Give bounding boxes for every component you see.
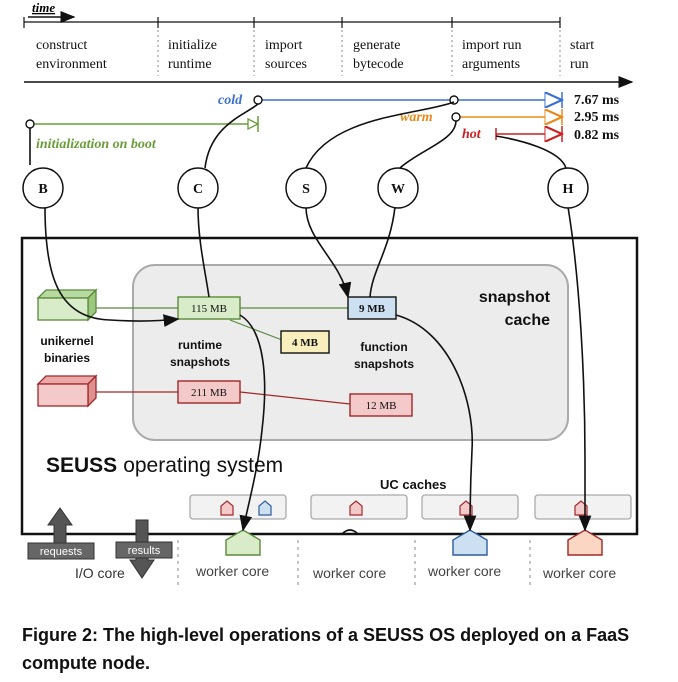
size-4-label: 4 MB <box>292 337 319 349</box>
warm-label: warm <box>400 110 433 125</box>
node-b-label: B <box>38 182 47 197</box>
stage-runtime: runtime <box>168 57 212 72</box>
snapshot-cache-box <box>132 264 569 441</box>
io-core: requests results I/O core <box>27 507 173 581</box>
stage-bytecode: bytecode <box>353 57 404 72</box>
snapshot-boxes: 115 MB 4 MB 9 MB 211 MB 12 MB <box>177 296 413 417</box>
requests-label: requests <box>40 546 83 558</box>
node-s-circle <box>285 167 327 209</box>
runtime-snapshots-label-2: snapshots <box>170 355 230 369</box>
results-label: results <box>128 545 161 557</box>
core-dividers <box>177 540 531 585</box>
flow-arrows <box>29 101 592 532</box>
boot-label: initialization on boot <box>36 137 157 152</box>
unikernel-green-block <box>36 288 98 322</box>
node-h-circle <box>547 167 589 209</box>
stage-construct: construct <box>36 38 87 53</box>
worker-core-label-4: worker core <box>542 565 616 581</box>
runtime-snapshot-red <box>177 380 241 404</box>
worker-core-label-3: worker core <box>427 563 501 579</box>
unikernel-label-1: unikernel <box>40 334 93 348</box>
function-snapshot-yellow <box>280 330 330 354</box>
size-211-label: 211 MB <box>191 387 227 399</box>
function-snapshots-label-2: snapshots <box>354 357 414 371</box>
time-axis-label: time <box>32 0 55 15</box>
stage-import-run: import run <box>462 38 522 53</box>
stage-start: start <box>570 38 594 53</box>
hot-time: 0.82 ms <box>574 128 620 143</box>
io-core-label: I/O core <box>75 565 125 581</box>
timeline: time construct environment initialize ru… <box>23 0 634 88</box>
node-b-circle <box>22 167 64 209</box>
stage-sources: sources <box>265 57 307 72</box>
os-name-label: SEUSS operating system <box>46 454 283 477</box>
seuss-diagram: time construct environment initialize ru… <box>20 0 639 585</box>
node-w-circle <box>377 167 419 209</box>
worker-cores: worker core worker core worker core work… <box>195 529 616 581</box>
figure-caption: Figure 2: The high-level operations of a… <box>22 625 630 673</box>
function-snapshot-blue <box>347 296 397 320</box>
stage-environment: environment <box>36 57 107 72</box>
size-12-label: 12 MB <box>366 400 397 412</box>
snapshot-links <box>92 307 351 405</box>
snapshot-cache-title-1: snapshot <box>479 289 551 306</box>
node-circles: B C S W H <box>22 167 589 209</box>
function-snapshots-label-1: function <box>360 340 407 354</box>
node-w-label: W <box>391 182 405 197</box>
worker-core-label-1: worker core <box>195 563 269 579</box>
worker-core-label-2: worker core <box>312 565 386 581</box>
os-name-rest: operating system <box>123 454 283 477</box>
node-c-circle <box>177 167 219 209</box>
size-9-label: 9 MB <box>359 303 386 315</box>
node-h-label: H <box>563 182 574 197</box>
os-labels: snapshot cache unikernel binaries runtim… <box>40 289 550 492</box>
size-115-label: 115 MB <box>191 303 227 315</box>
path-lines: cold warm hot 7.67 ms 2.95 ms 0.82 ms in… <box>25 92 620 152</box>
uc-caches-label: UC caches <box>380 477 446 492</box>
os-name-bold: SEUSS <box>46 454 117 477</box>
snapshot-cache-title-2: cache <box>505 312 550 329</box>
unikernel-label-2: binaries <box>44 351 90 365</box>
warm-time: 2.95 ms <box>574 110 620 125</box>
stage-initialize: initialize <box>168 38 217 53</box>
stage-arguments: arguments <box>462 57 520 72</box>
unikernel-red-block <box>36 374 98 408</box>
stage-run: run <box>570 57 589 72</box>
cold-time: 7.67 ms <box>574 93 620 108</box>
hot-label: hot <box>462 127 482 142</box>
stage-generate: generate <box>353 38 400 53</box>
function-snapshot-red <box>349 393 413 417</box>
stage-import: import <box>265 38 302 53</box>
cold-label: cold <box>218 93 243 108</box>
runtime-snapshots-label-1: runtime <box>178 338 222 352</box>
node-c-label: C <box>193 182 203 197</box>
node-s-label: S <box>302 182 310 197</box>
